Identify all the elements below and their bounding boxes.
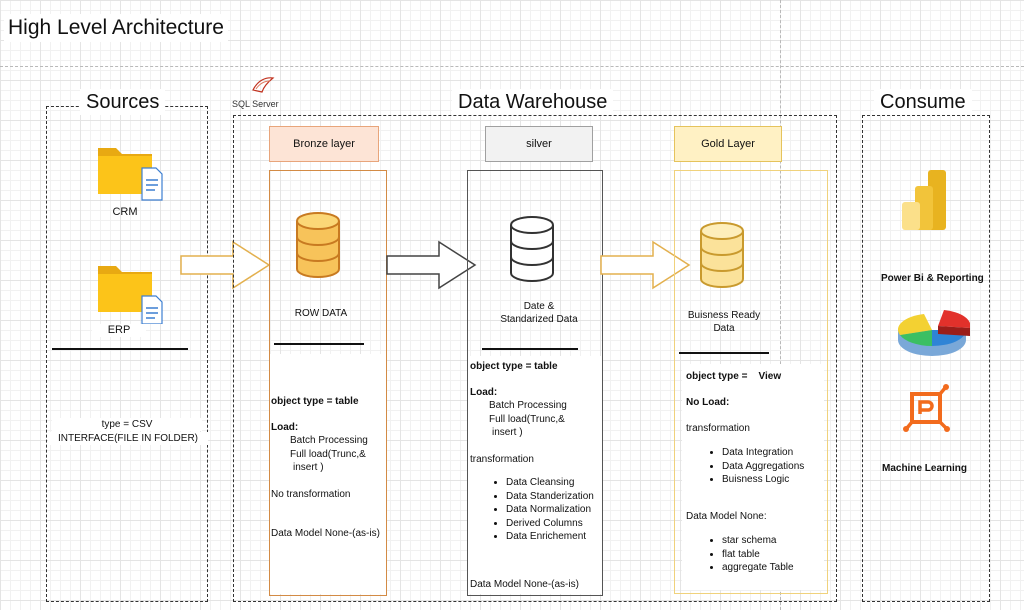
- silver-transformation-list: Data Cleansing Data Standerization Data …: [470, 476, 594, 544]
- warehouse-heading: Data Warehouse: [452, 89, 614, 115]
- list-item: Derived Columns: [506, 517, 594, 531]
- guide-line-horizontal: [0, 66, 1024, 67]
- folder-icon: [98, 266, 163, 325]
- silver-data-label-2: Standarized Data: [500, 314, 578, 325]
- sources-divider: [52, 348, 188, 350]
- power-bi-icon: [900, 168, 950, 232]
- bronze-data-label: ROW DATA: [294, 308, 348, 319]
- database-icon: [698, 222, 746, 288]
- bronze-transformation: No transformation: [271, 489, 351, 500]
- gold-divider: [679, 352, 769, 354]
- list-item: Data Normalization: [506, 503, 594, 517]
- silver-data-model: Data Model None-(as-is): [470, 579, 579, 590]
- gold-details: object type = View No Load: transformati…: [682, 364, 824, 590]
- gold-data-label-1: Buisness Ready: [687, 310, 761, 321]
- bronze-load-item: Full load(Trunc,&: [290, 449, 366, 460]
- silver-transformation-heading: transformation: [470, 454, 534, 465]
- source-type: type = CSV: [52, 418, 202, 431]
- silver-load-item: Batch Processing: [489, 400, 567, 411]
- list-item: Data Integration: [722, 446, 804, 460]
- document-icon: [141, 295, 163, 325]
- silver-data-label-1: Date &: [523, 301, 555, 312]
- bronze-load-heading: Load:: [271, 422, 299, 433]
- gold-data-model-heading: Data Model None:: [686, 511, 767, 522]
- gold-load-heading: No Load:: [686, 397, 730, 408]
- gold-transformation-heading: transformation: [686, 423, 750, 434]
- crm-file-icon: [96, 140, 168, 202]
- silver-object-type: object type = table: [470, 361, 558, 372]
- source-interface: INTERFACE(FILE IN FOLDER): [48, 432, 208, 445]
- gold-transformation-list: Data Integration Data Aggregations Buisn…: [686, 446, 804, 487]
- page-title: High Level Architecture: [4, 14, 228, 42]
- silver-load-heading: Load:: [470, 387, 498, 398]
- silver-divider: [482, 348, 578, 350]
- silver-layer-box: [467, 170, 603, 596]
- guide-line-vertical: [780, 0, 781, 610]
- folder-icon: [98, 148, 163, 201]
- list-item: Data Standerization: [506, 490, 594, 504]
- silver-load-item: insert ): [492, 427, 523, 438]
- list-item: Data Cleansing: [506, 476, 594, 490]
- ml-label: Machine Learning: [882, 463, 968, 474]
- bronze-data-model: Data Model None-(as-is): [271, 528, 380, 539]
- gold-data-label-2: Data: [713, 323, 735, 334]
- sql-server-label: SQL Server: [232, 99, 279, 109]
- silver-layer-header: silver: [485, 126, 593, 162]
- database-icon: [294, 212, 342, 278]
- sql-server-icon: [250, 74, 276, 94]
- arrow-right-icon: [600, 240, 691, 290]
- gold-object-type: object type = View: [686, 371, 782, 382]
- gold-data-model-list: star schema flat table aggregate Table: [686, 534, 794, 575]
- bronze-load-item: insert ): [293, 462, 324, 473]
- list-item: Data Enrichement: [506, 530, 594, 544]
- pie-chart-icon: [894, 304, 971, 362]
- bronze-load-item: Batch Processing: [290, 435, 368, 446]
- gold-layer-box: [674, 170, 828, 594]
- consume-heading: Consume: [874, 89, 972, 115]
- list-item: Buisness Logic: [722, 473, 804, 487]
- database-icon: [508, 216, 556, 282]
- document-icon: [141, 167, 163, 201]
- silver-load-item: Full load(Trunc,&: [489, 414, 565, 425]
- bronze-divider: [274, 343, 364, 345]
- list-item: flat table: [722, 548, 794, 562]
- silver-details: object type = table Load: Batch Processi…: [468, 356, 602, 594]
- erp-file-icon: [96, 262, 168, 325]
- list-item: star schema: [722, 534, 794, 548]
- power-bi-label: Power Bi & Reporting: [881, 273, 984, 284]
- crm-label: CRM: [112, 206, 138, 218]
- ml-icon: [902, 384, 950, 432]
- erp-label: ERP: [92, 324, 146, 337]
- list-item: Data Aggregations: [722, 460, 804, 474]
- warehouse-container: [233, 115, 837, 602]
- bronze-layer-box: [269, 170, 387, 596]
- bronze-details: object type = table Load: Batch Processi…: [270, 354, 386, 594]
- arrow-right-icon: [386, 240, 477, 290]
- sources-heading: Sources: [80, 89, 166, 115]
- gold-layer-header: Gold Layer: [674, 126, 782, 162]
- bronze-object-type: object type = table: [271, 396, 359, 407]
- list-item: aggregate Table: [722, 561, 794, 575]
- consume-container: [862, 115, 990, 602]
- bronze-layer-header: Bronze layer: [269, 126, 379, 162]
